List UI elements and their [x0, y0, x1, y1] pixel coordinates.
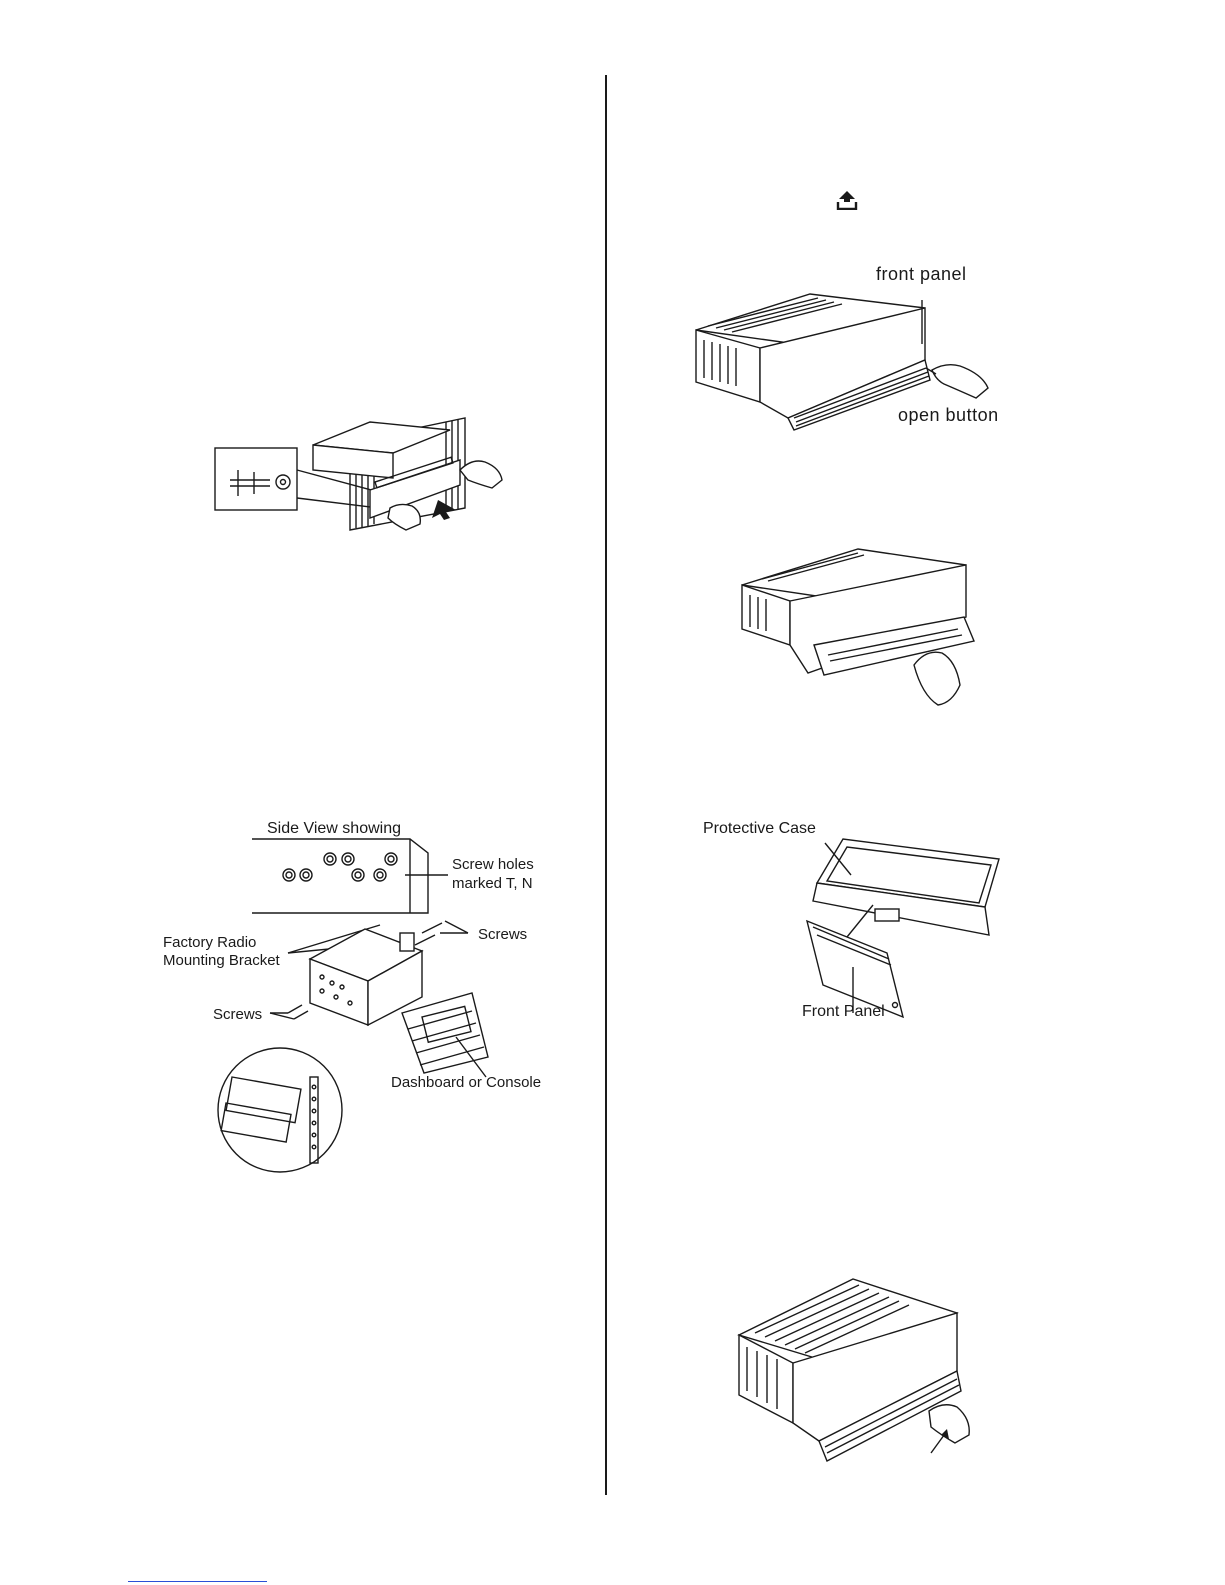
side-view-label: Side View showing	[267, 820, 401, 838]
screw-holes-label-1: Screw holes	[452, 856, 534, 873]
protective-case-figure	[795, 835, 1005, 1025]
dashboard-label: Dashboard or Console	[391, 1074, 541, 1091]
eject-icon	[836, 190, 858, 210]
front-panel-case-label: Front Panel	[802, 1003, 885, 1021]
open-button-label: open button	[898, 405, 999, 426]
attach-panel-figure	[735, 1275, 975, 1485]
detach-panel-figure	[738, 545, 978, 710]
front-panel-label: front panel	[876, 264, 967, 285]
screws-label-left: Screws	[213, 1006, 262, 1023]
footer-link-underline	[128, 1581, 267, 1582]
bracket-label-1: Factory Radio	[163, 934, 256, 951]
screw-holes-label-2: marked T, N	[452, 875, 533, 892]
protective-case-label: Protective Case	[703, 820, 816, 838]
screws-label-right: Screws	[478, 926, 527, 943]
bracket-label-2: Mounting Bracket	[163, 952, 280, 969]
remove-unit-figure	[210, 400, 530, 540]
column-divider	[605, 75, 607, 1495]
